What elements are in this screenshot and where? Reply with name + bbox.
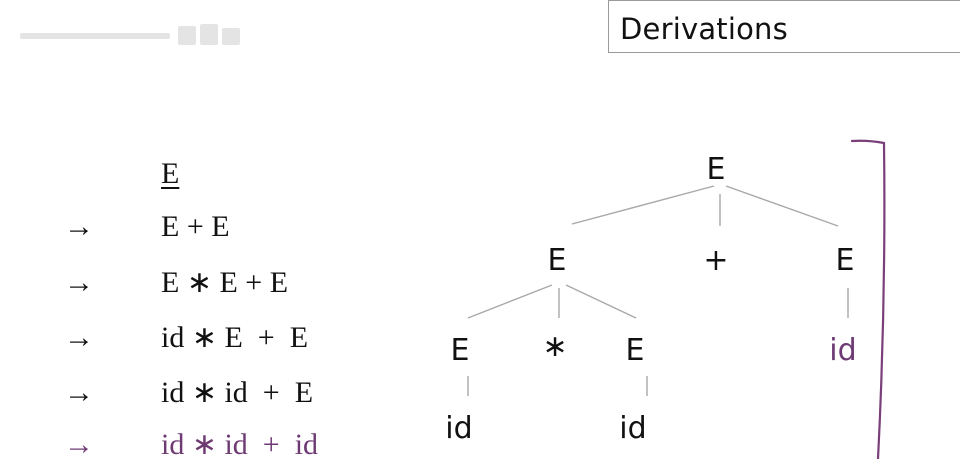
tree-edge: [467, 284, 553, 319]
derivation-sequence: E → E + E → E ∗ E + E → id ∗ E + E → id …: [0, 0, 420, 461]
derivation-start: E: [0, 154, 420, 194]
derivation-step: → E + E: [0, 207, 420, 247]
derivation-step: → E ∗ E + E: [0, 263, 420, 303]
derivation-step: → id ∗ E + E: [0, 318, 420, 358]
derivation-expression: E + E: [161, 210, 230, 243]
tree-edges: [467, 185, 849, 396]
tree-edge: [565, 284, 637, 319]
stanford-logo-icon: [20, 24, 240, 45]
tree-node-leaf: id: [619, 411, 646, 446]
tree-node: E: [626, 333, 645, 368]
derivation-arrow: →: [64, 210, 94, 243]
tree-node: E: [836, 243, 855, 278]
tree-node-leaf-highlight: id: [829, 333, 856, 368]
derivation-expression: id ∗ E + E: [161, 321, 309, 354]
slide-title: Derivations: [620, 12, 788, 46]
bracket-annotation: [850, 139, 886, 459]
derivation-arrow: →: [64, 376, 94, 409]
derivation-step: → id ∗ id + E: [0, 373, 420, 413]
derivation-start-symbol: E: [161, 157, 180, 190]
tree-edge: [571, 185, 715, 225]
tree-node-root: E: [707, 152, 726, 187]
derivation-arrow: →: [64, 428, 94, 461]
derivation-expression: E ∗ E + E: [161, 266, 289, 299]
derivation-expression: id ∗ id + E: [161, 376, 314, 409]
derivation-arrow: →: [64, 321, 94, 354]
derivation-step-final: → id ∗ id + id: [0, 425, 420, 465]
tree-node: E: [548, 243, 567, 278]
tree-edge: [725, 185, 839, 227]
derivation-expression: id ∗ id + id: [161, 428, 319, 461]
slide-title-box: Derivations: [608, 0, 960, 53]
tree-node: E: [451, 333, 470, 368]
derivation-arrow: →: [64, 266, 94, 299]
tree-node-leaf: id: [445, 411, 472, 446]
tree-node: ∗: [542, 329, 567, 364]
tree-node: +: [703, 243, 728, 278]
